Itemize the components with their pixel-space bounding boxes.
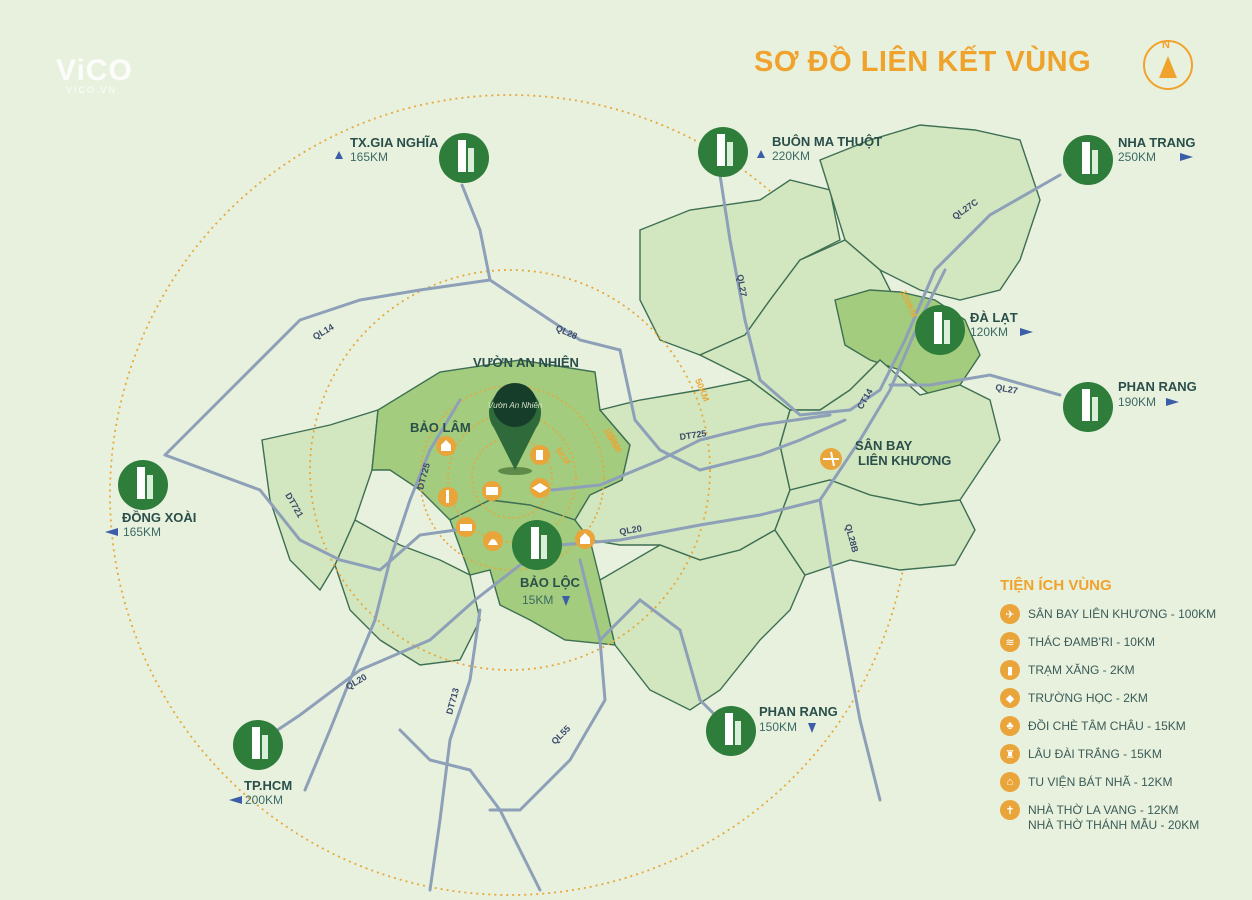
airplane-icon — [820, 448, 842, 470]
city-distance: 165KM — [350, 150, 388, 164]
city-distance: 150KM — [759, 720, 797, 734]
road-label-ql27-east: QL27 — [995, 382, 1019, 396]
compass-arrow — [1159, 56, 1177, 78]
legend-text-line2: NHÀ THỜ THÁNH MẪU - 20KM — [1028, 818, 1200, 832]
place-airport-line2: LIÊN KHƯƠNG — [858, 453, 951, 468]
legend-item-church: ✝ NHÀ THỜ LA VANG - 12KM NHÀ THỜ THÁNH M… — [1000, 800, 1250, 836]
waterfall-icon: ≋ — [1000, 632, 1020, 652]
city-distance: 120KM — [970, 325, 1008, 339]
city-name: TP.HCM — [244, 778, 292, 793]
project-pin[interactable]: Vườn An Nhiên — [488, 383, 543, 475]
city-distance: 190KM — [1118, 395, 1156, 409]
city-distance: 200KM — [245, 793, 283, 807]
place-bao-lam: BẢO LÂM — [410, 420, 471, 435]
monastery-icon: ⌂ — [1000, 772, 1020, 792]
city-marker-buon-ma-thuot[interactable]: BUÔN MA THUỘT 220KM — [698, 127, 882, 177]
legend-text: LÂU ĐÀI TRẮNG - 15KM — [1028, 747, 1162, 761]
church-icon: ✝ — [1000, 800, 1020, 820]
city-distance: 15KM — [522, 593, 553, 607]
tea-hill-icon: ♣ — [1000, 716, 1020, 736]
city-name: PHAN RANG — [1118, 379, 1197, 394]
monastery-icon — [482, 481, 502, 501]
region-south — [599, 529, 806, 711]
legend-text: THÁC ĐAMB'RI - 10KM — [1028, 635, 1155, 649]
church-icon — [575, 529, 595, 549]
project-name: VƯỜN AN NHIÊN — [473, 355, 579, 370]
city-marker-bao-loc[interactable]: BẢO LỘC 15KM — [512, 520, 581, 607]
airplane-icon: ✈ — [1000, 604, 1020, 624]
legend-text: NHÀ THỜ LA VANG - 12KM NHÀ THỜ THÁNH MẪU… — [1028, 800, 1199, 833]
city-marker-nha-trang[interactable]: NHA TRANG 250KM — [1063, 135, 1196, 185]
city-marker-da-lat[interactable]: ĐÀ LẠT 120KM — [915, 305, 1033, 355]
road-label-ql27-north: QL27 — [735, 274, 749, 298]
facility-icons — [436, 436, 842, 551]
road-label-ql28: QL28 — [554, 323, 579, 342]
city-name: PHAN RANG — [759, 704, 838, 719]
city-marker-phan-rang-east[interactable]: PHAN RANG 190KM — [1063, 379, 1197, 432]
road-label-ql20-east: QL20 — [619, 523, 643, 537]
city-name: ĐỒNG XOÀI — [122, 510, 196, 525]
legend-text: TRƯỜNG HỌC - 2KM — [1028, 691, 1148, 705]
waterfall-icon — [438, 487, 458, 507]
pin-label: Vườn An Nhiên — [488, 401, 543, 410]
city-name: BẢO LỘC — [520, 575, 581, 590]
ring-5km — [471, 437, 553, 519]
region-southeast — [774, 479, 976, 576]
school-icon — [530, 478, 550, 498]
legend-item-fuel: ▮ TRẠM XĂNG - 2KM — [1000, 660, 1250, 688]
legend-item-school: ◆ TRƯỜNG HỌC - 2KM — [1000, 688, 1250, 716]
city-marker-tp-hcm[interactable]: TP.HCM 200KM — [229, 720, 292, 807]
legend-item-airport: ✈ SÂN BAY LIÊN KHƯƠNG - 100KM — [1000, 604, 1250, 632]
legend-item-monastery: ⌂ TU VIỆN BÁT NHÃ - 12KM — [1000, 772, 1250, 800]
road-label-ql20-west: QL20 — [344, 672, 368, 692]
city-marker-phan-rang-south[interactable]: PHAN RANG 150KM — [706, 704, 838, 756]
city-name: BUÔN MA THUỘT — [772, 134, 882, 149]
fuel-icon: ▮ — [1000, 660, 1020, 680]
ring-15km — [419, 385, 605, 571]
city-markers: TX.GIA NGHĨA 165KM BUÔN MA THUỘT 220KM N… — [105, 127, 1197, 807]
city-marker-dong-xoai[interactable]: ĐỒNG XOÀI 165KM — [105, 460, 196, 539]
legend-text: SÂN BAY LIÊN KHƯƠNG - 100KM — [1028, 607, 1217, 621]
city-name: ĐÀ LẠT — [970, 310, 1018, 325]
legend-text-line1: NHÀ THỜ LA VANG - 12KM — [1028, 803, 1179, 817]
city-distance: 220KM — [772, 149, 810, 163]
legend-item-waterfall: ≋ THÁC ĐAMB'RI - 10KM — [1000, 632, 1250, 660]
road-label-ql55: QL55 — [549, 723, 572, 746]
compass-north-label: N — [1162, 39, 1170, 51]
place-airport-line1: SÂN BAY — [855, 438, 913, 453]
vico-logo-url: VICO.VN — [66, 85, 118, 95]
road-network — [163, 173, 1062, 892]
vico-logo: ViCO — [56, 54, 133, 87]
castle-icon: ♜ — [1000, 744, 1020, 764]
tea-hill-icon — [483, 531, 503, 551]
fuel-icon — [530, 445, 550, 465]
city-marker-gia-nghia[interactable]: TX.GIA NGHĨA 165KM — [335, 133, 489, 183]
compass-icon: N — [1143, 39, 1193, 90]
city-name: NHA TRANG — [1118, 135, 1196, 150]
legend-text: TRẠM XĂNG - 2KM — [1028, 663, 1135, 677]
city-distance: 165KM — [123, 525, 161, 539]
legend-title: TIỆN ÍCH VÙNG — [1000, 577, 1112, 594]
legend-item-tea-hill: ♣ ĐỒI CHÈ TÂM CHÂU - 15KM — [1000, 716, 1250, 744]
amenities-legend: TIỆN ÍCH VÙNG ✈ SÂN BAY LIÊN KHƯƠNG - 10… — [1000, 577, 1250, 836]
ring-50km — [309, 269, 711, 671]
map-title: SƠ ĐỒ LIÊN KẾT VÙNG — [754, 46, 1092, 78]
province-regions — [261, 124, 1041, 711]
castle-icon — [456, 517, 476, 537]
city-distance: 250KM — [1118, 150, 1156, 164]
school-icon: ◆ — [1000, 688, 1020, 708]
city-name: TX.GIA NGHĨA — [350, 135, 439, 150]
road-label-dt725-east: DT725 — [679, 428, 707, 442]
legend-item-castle: ♜ LÂU ĐÀI TRẮNG - 15KM — [1000, 744, 1250, 772]
legend-text: ĐỒI CHÈ TÂM CHÂU - 15KM — [1028, 719, 1186, 733]
church-icon — [436, 436, 456, 456]
road-label-ql14: QL14 — [311, 322, 335, 342]
legend-text: TU VIỆN BÁT NHÃ - 12KM — [1028, 775, 1173, 789]
